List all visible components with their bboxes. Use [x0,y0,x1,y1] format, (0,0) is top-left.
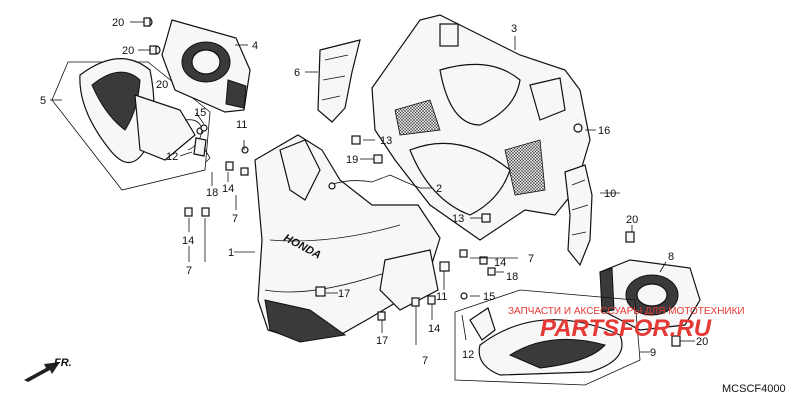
part-1-upper-cowl: HONDA [254,134,441,343]
callout-3: 3 [511,23,517,35]
callout-15: 15 [194,107,206,119]
callout-17: 17 [338,288,350,300]
part-10-side-strip [564,164,593,267]
callout-6: 6 [294,67,300,79]
callout-labels: 20 20 4 5 20 15 12 11 18 14 7 14 7 6 3 1… [40,17,708,367]
callout-5: 5 [40,95,46,107]
callout-2: 2 [436,183,442,195]
callout-18: 18 [206,187,218,199]
callout-18: 18 [506,271,518,283]
callout-20: 20 [122,45,134,57]
callout-7: 7 [186,265,192,277]
callout-13: 13 [452,213,464,225]
watermark-line1: ЗАПЧАСТИ И АКСЕССУАРЫ ДЛЯ МОТОТЕХНИКИ [508,306,745,317]
callout-7: 7 [422,355,428,367]
part-3-inner-fairing [371,14,591,241]
leader-lines [50,21,695,353]
callout-20: 20 [112,17,124,29]
callout-20: 20 [156,79,168,91]
front-label: FR. [54,357,72,369]
callout-9: 9 [650,347,656,359]
diagram-code: MCSCF4000 [722,383,786,395]
callout-20: 20 [626,214,638,226]
part-5-mirror-cover-left [51,58,211,191]
callout-11: 11 [436,291,447,303]
callout-13: 13 [380,135,392,147]
callout-14: 14 [428,323,440,335]
callout-12: 12 [166,151,178,163]
callout-14: 14 [222,183,234,195]
front-arrow-icon [24,362,60,382]
part-9-mirror-cover-right [454,289,641,386]
front-direction-indicator: FR. [24,357,72,382]
callout-10: 10 [604,188,616,200]
callout-14: 14 [494,257,506,269]
callout-12: 12 [462,349,474,361]
callout-1: 1 [228,247,234,259]
part-2-bracket [328,174,421,190]
callout-11: 11 [236,119,247,131]
callout-20: 20 [696,336,708,348]
callout-14: 14 [182,235,194,247]
callout-7: 7 [528,253,534,265]
watermark: ЗАПЧАСТИ И АКСЕССУАРЫ ДЛЯ МОТОТЕХНИКИ PA… [508,306,745,342]
callout-17: 17 [376,335,388,347]
part-8-mirror-base-right [599,259,701,331]
part-4-mirror-base-left [143,17,251,113]
part-6-inner-panel [317,39,361,123]
callout-7: 7 [232,213,238,225]
callout-16: 16 [598,125,610,137]
callout-15: 15 [483,291,495,303]
callout-19: 19 [346,154,358,166]
callout-4: 4 [252,40,258,52]
callout-8: 8 [668,251,674,263]
fasteners [143,17,681,347]
watermark-line2: PARTSFOR.RU [540,315,712,342]
